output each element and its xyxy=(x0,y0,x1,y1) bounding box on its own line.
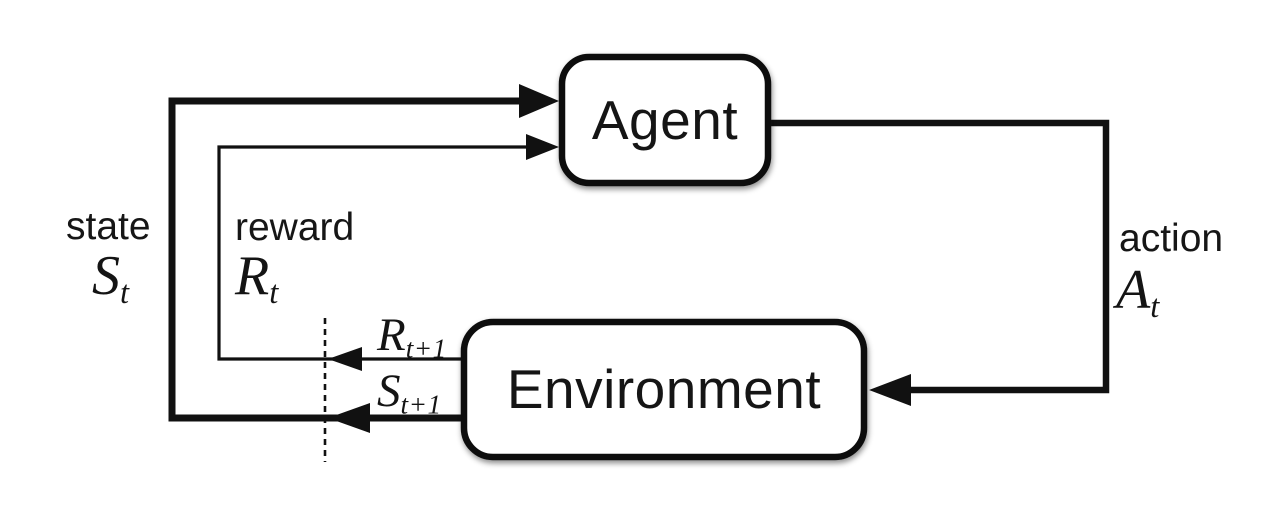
action-word-label: action xyxy=(1119,217,1224,260)
reward-to-agent-arrowhead xyxy=(526,134,559,160)
state-to-agent-arrowhead xyxy=(519,84,559,118)
action-symbol: At xyxy=(1116,262,1160,324)
next-state-symbol-base: S xyxy=(377,365,401,417)
state-symbol: St xyxy=(92,248,130,310)
agent-label: Agent xyxy=(562,57,768,183)
environment-box xyxy=(460,318,868,461)
action-to-environment-arrowhead xyxy=(869,374,911,406)
next-reward-symbol-subscript: t+1 xyxy=(405,333,447,364)
action-symbol-base: A xyxy=(1116,259,1151,321)
next-reward-symbol: Rt+1 xyxy=(377,312,447,363)
reward-symbol-base: R xyxy=(235,245,270,307)
state-flow-line xyxy=(168,97,528,422)
reward-symbol-subscript: t xyxy=(269,275,279,312)
next-reward-symbol-base: R xyxy=(377,309,406,361)
environment-label-text: Environment xyxy=(506,358,822,420)
next-state-symbol: St+1 xyxy=(377,368,442,419)
environment-label: Environment xyxy=(464,322,864,457)
reward-word-label: reward xyxy=(235,206,355,249)
state-symbol-subscript: t xyxy=(120,275,130,312)
next-reward-arrowhead xyxy=(328,347,362,371)
state-symbol-base: S xyxy=(92,245,120,307)
agent-label-text: Agent xyxy=(591,88,739,151)
action-symbol-subscript: t xyxy=(1150,289,1160,326)
agent-box xyxy=(558,53,772,187)
next-state-arrowhead xyxy=(328,403,370,433)
next-state-symbol-subscript: t+1 xyxy=(400,389,442,420)
action-flow-line xyxy=(762,119,1110,394)
reward-symbol: Rt xyxy=(235,248,279,310)
state-word-label: state xyxy=(66,205,151,248)
